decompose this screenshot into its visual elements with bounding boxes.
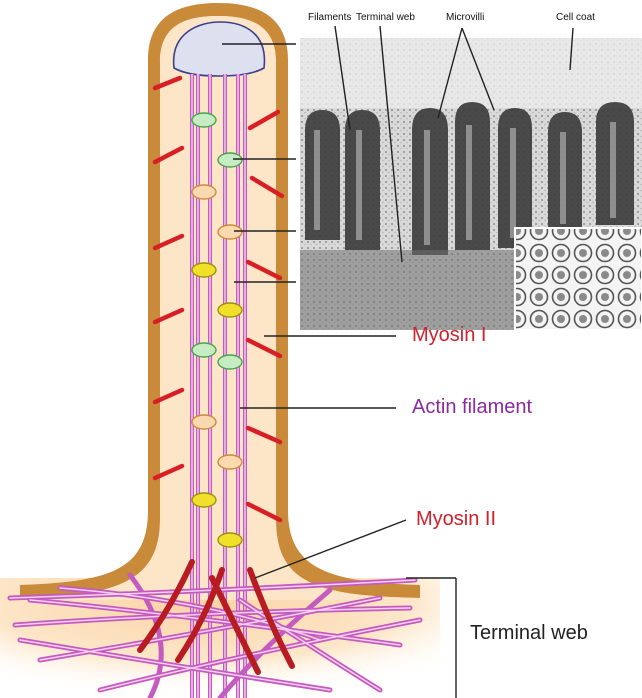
myosin-2-filaments <box>137 559 295 675</box>
micrograph-label-pointers <box>334 25 574 263</box>
micrograph-label-cell-coat: Cell coat <box>556 12 595 23</box>
label-terminal-web: Terminal web <box>470 622 588 644</box>
label-myosin-2: Myosin II <box>416 508 497 530</box>
myosin-1-arms <box>152 75 285 523</box>
micrograph-label-microvilli: Microvilli <box>446 12 485 23</box>
crosslink-proteins <box>191 112 243 548</box>
micrograph-label-terminal-web: Terminal web <box>356 12 415 23</box>
label-myosin-1: Myosin I <box>412 324 487 346</box>
apical-cap <box>172 21 266 77</box>
micrograph-inset <box>514 227 642 331</box>
label-actin-filament: Actin filament <box>412 396 533 418</box>
micrograph-label-filaments: Filaments <box>308 12 352 23</box>
leader-lines <box>222 43 457 698</box>
